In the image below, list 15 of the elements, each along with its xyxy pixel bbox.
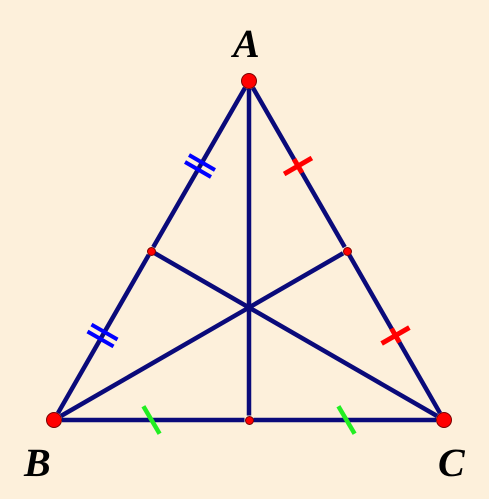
midpoint-dot (342, 246, 352, 256)
line-segment (251, 86, 347, 248)
line-segment (154, 251, 438, 418)
vertex-label: A (233, 24, 260, 64)
vertex-label: B (24, 443, 51, 483)
midpoint-dot (244, 416, 254, 424)
line-segment (60, 251, 344, 418)
line-segment (151, 86, 247, 248)
midpoint-dot (146, 246, 156, 256)
line-segment (347, 254, 442, 414)
line-segment (246, 89, 252, 416)
vertex-label: C (438, 443, 465, 483)
line-segment (254, 418, 436, 422)
line-segment (56, 254, 151, 414)
line-segment (62, 418, 244, 422)
